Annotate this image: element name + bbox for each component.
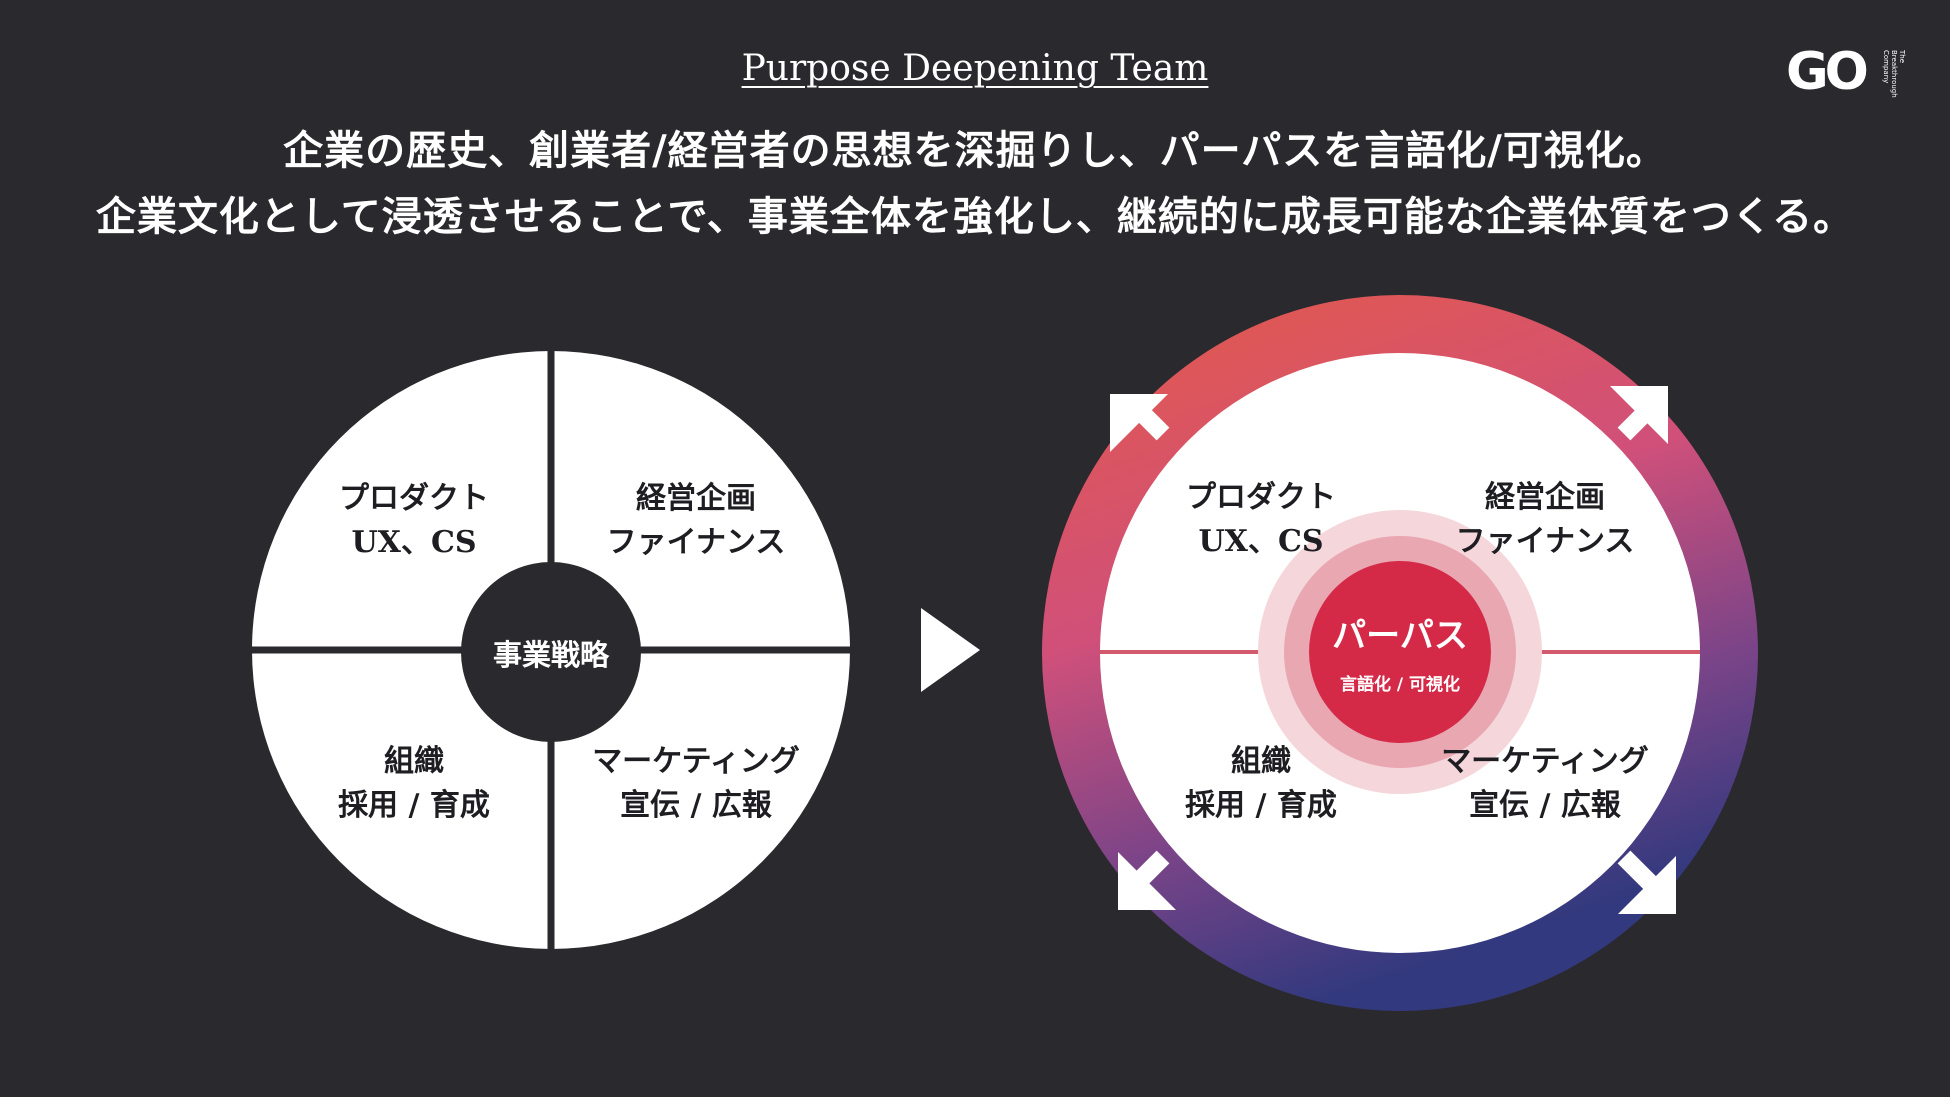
quadrant-subtitle: 採用 / 育成 <box>1185 788 1337 823</box>
right-quadrant-marketing: マーケティング 宣伝 / 広報 <box>1415 740 1675 828</box>
quadrant-subtitle: 採用 / 育成 <box>338 788 490 823</box>
quadrant-title: 経営企画 <box>1485 480 1605 515</box>
quadrant-title: 経営企画 <box>636 481 756 516</box>
arrow-bottom-right-icon <box>1617 850 1676 914</box>
headline-line-2: 企業文化として浸透させることで、事業全体を強化し、継続的に成長可能な企業体質をつ… <box>95 193 1855 240</box>
quadrant-title: マーケティング <box>1441 744 1649 779</box>
logo-subtext: The Breakthrough Company <box>1882 50 1906 98</box>
quadrant-subtitle: 宣伝 / 広報 <box>620 788 772 823</box>
quadrant-subtitle: 宣伝 / 広報 <box>1469 788 1621 823</box>
quadrant-subtitle: UX、CS <box>351 525 477 560</box>
left-quadrant-management: 経営企画 ファイナンス <box>566 477 826 565</box>
arrow-bottom-left-icon <box>1118 850 1176 910</box>
right-purpose-circle <box>1042 295 1758 1011</box>
purpose-label: パーパス <box>1332 616 1468 656</box>
purpose-core-disc <box>1309 561 1491 743</box>
quadrant-title: 組織 <box>384 744 444 779</box>
right-quadrant-product: プロダクト UX、CS <box>1131 476 1391 564</box>
play-triangle-icon <box>921 608 980 692</box>
quadrant-title: マーケティング <box>592 744 800 779</box>
left-strategy-circle <box>252 351 850 949</box>
left-quadrant-product: プロダクト UX、CS <box>284 477 544 565</box>
purpose-sublabel: 言語化 / 可視化 <box>1339 675 1461 695</box>
quadrant-title: プロダクト <box>1186 480 1336 515</box>
arrow-top-right-icon <box>1610 386 1668 444</box>
left-quadrant-organization: 組織 採用 / 育成 <box>284 740 544 828</box>
quadrant-subtitle: UX、CS <box>1198 524 1324 559</box>
quadrant-subtitle: ファイナンス <box>1455 524 1635 559</box>
go-logo: GO The Breakthrough Company <box>1778 42 1906 102</box>
arrow-top-left-icon <box>1110 394 1170 452</box>
left-quadrant-marketing: マーケティング 宣伝 / 広報 <box>566 740 826 828</box>
quadrant-title: 組織 <box>1231 744 1291 779</box>
quadrant-subtitle: ファイナンス <box>606 525 786 560</box>
left-center-label: 事業戦略 <box>492 638 609 672</box>
left-center-disc <box>461 562 641 742</box>
right-quadrant-management: 経営企画 ファイナンス <box>1415 476 1675 564</box>
logo-text: GO <box>1786 42 1869 102</box>
right-quadrant-organization: 組織 採用 / 育成 <box>1131 740 1391 828</box>
quadrant-title: プロダクト <box>339 481 489 516</box>
team-title: Purpose Deepening Team <box>741 48 1209 89</box>
headline-line-1: 企業の歴史、創業者/経営者の思想を深掘りし、パーパスを言語化/可視化。 <box>283 127 1667 174</box>
